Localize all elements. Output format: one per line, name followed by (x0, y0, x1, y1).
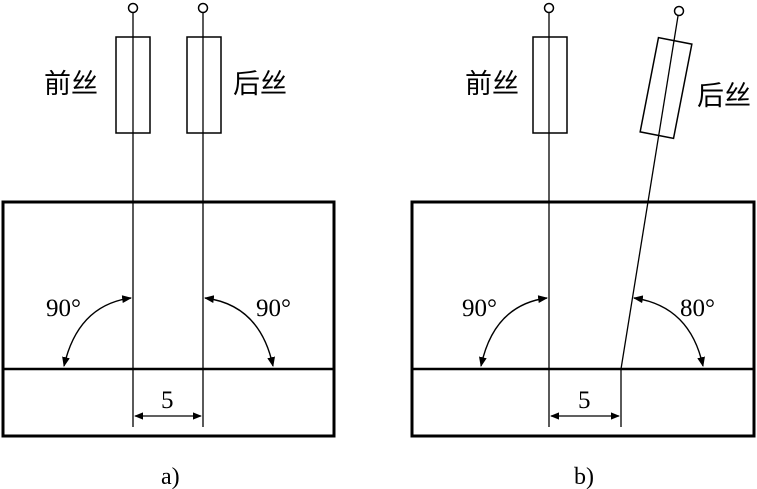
front-wire-label: 前丝 (465, 69, 519, 100)
rear-wire (186, 2, 222, 427)
rear-wire-terminal-icon (197, 2, 209, 14)
workpiece-outline (410, 200, 756, 438)
front-wire-label: 前丝 (44, 69, 98, 100)
diagram-b: 前丝 后丝 90° 80° 5 b) (410, 2, 756, 489)
right-angle-arc (633, 295, 705, 367)
caption-a: a) (161, 464, 180, 489)
left-angle-label: 90° (462, 295, 497, 322)
rear-wire-contact-tube (186, 36, 222, 134)
right-angle-label: 80° (680, 295, 715, 322)
left-angle-label: 90° (46, 295, 81, 322)
front-wire-terminal-icon (543, 2, 555, 14)
right-angle-arc (204, 295, 275, 367)
spacing-label: 5 (578, 387, 591, 414)
rear-wire-contact-tube (639, 36, 693, 140)
rear-wire-label: 后丝 (233, 69, 287, 100)
rear-wire-terminal-icon (673, 5, 685, 17)
front-wire (532, 2, 568, 427)
rear-wire-tilted (620, 5, 693, 427)
left-angle-arc (479, 295, 548, 367)
caption-b: b) (574, 464, 594, 489)
rear-wire-label: 后丝 (697, 81, 751, 112)
front-wire-contact-tube (115, 36, 151, 134)
spacing-label: 5 (161, 387, 174, 414)
workpiece-outline (1, 200, 336, 438)
diagram-a: 前丝 后丝 90° 90° 5 a) (1, 2, 336, 489)
front-wire (115, 2, 151, 427)
front-wire-contact-tube (532, 36, 568, 134)
right-angle-label: 90° (256, 295, 291, 322)
front-wire-terminal-icon (127, 2, 139, 14)
left-angle-arc (62, 295, 132, 367)
